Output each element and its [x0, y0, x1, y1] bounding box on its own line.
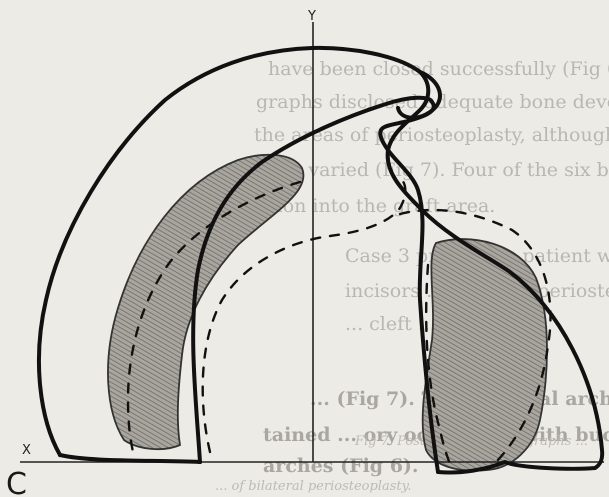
bg-line-4: has varied (Fig 7). Four of the six bone…	[269, 159, 609, 181]
bg-line-11: arches (Fig 6).	[263, 455, 419, 477]
background-text: have been closed successfully (Fig 6). R…	[215, 58, 609, 494]
left-graft-shading	[108, 155, 304, 449]
outer-arch-base	[60, 455, 200, 462]
caption-fragment-2: ... of bilateral periosteoplasty.	[215, 479, 411, 494]
bg-line-1: have been closed successfully (Fig 6). R…	[268, 58, 609, 80]
y-axis-label: Y	[307, 9, 316, 24]
x-axis-label: X	[22, 443, 31, 458]
panel-label: C	[6, 467, 27, 497]
